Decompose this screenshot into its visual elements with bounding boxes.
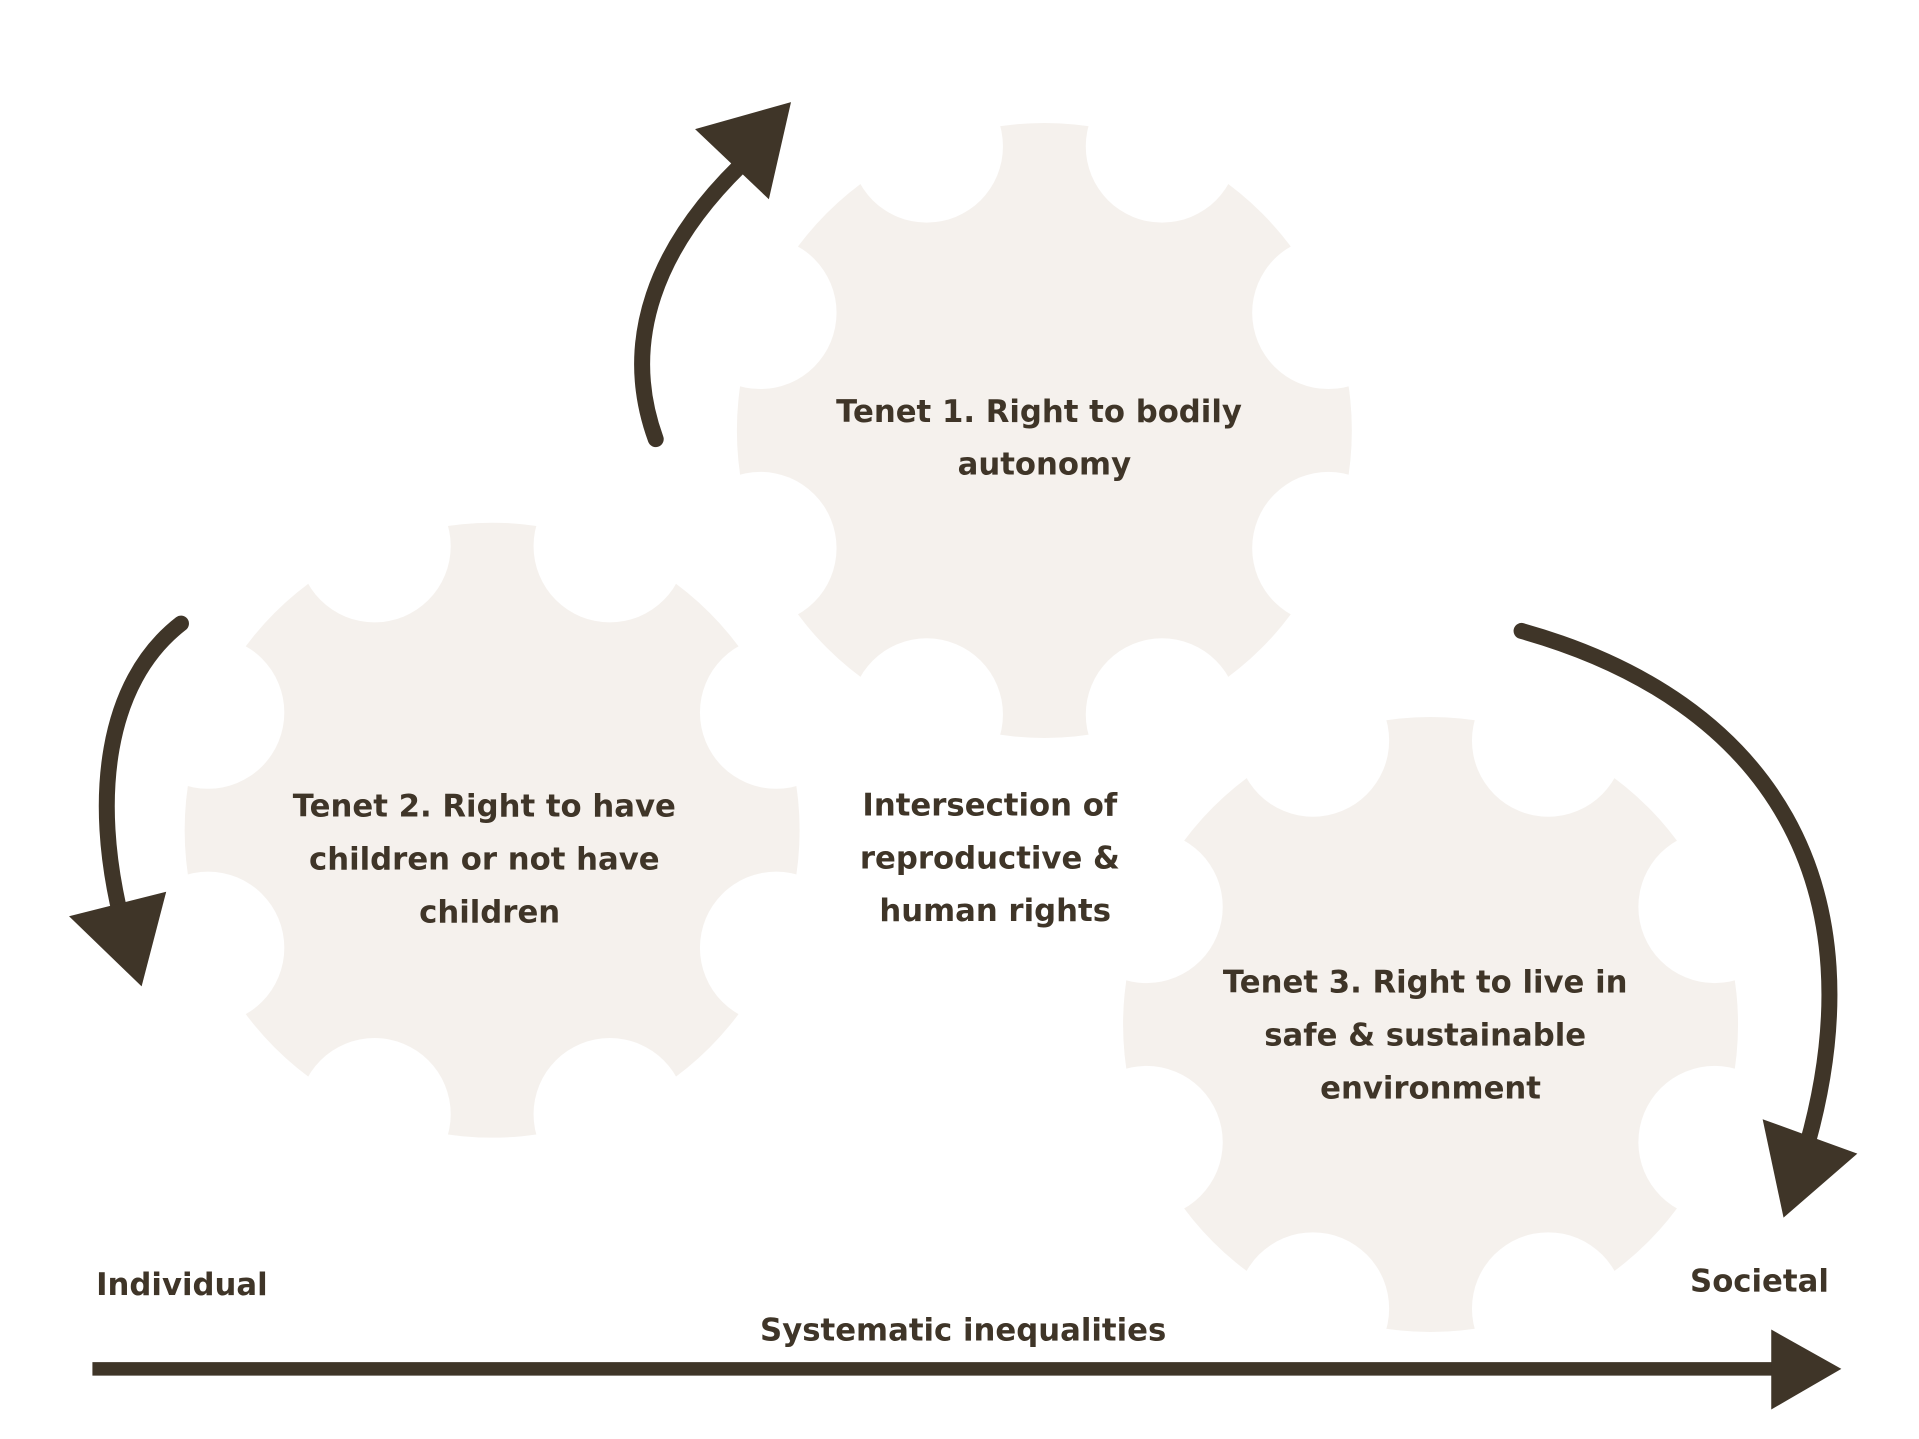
label-line: children or not have bbox=[309, 842, 660, 878]
label-line: Tenet 3. Right to live in bbox=[1223, 965, 1628, 1001]
tenet2-label: Tenet 2. Right to have children or not h… bbox=[293, 789, 687, 931]
arrow-shaft bbox=[634, 145, 761, 448]
axis-arrow bbox=[92, 1329, 1842, 1410]
arrowhead-icon bbox=[1762, 1119, 1858, 1218]
arrow-shaft bbox=[1513, 622, 1838, 1158]
axis-title: Systematic inequalities bbox=[760, 1313, 1166, 1349]
tenet3-label: Tenet 3. Right to live in safe & sustain… bbox=[1223, 965, 1638, 1107]
arrowhead-icon bbox=[69, 891, 167, 987]
arrow-tenet3-down bbox=[1513, 622, 1858, 1218]
gears-group bbox=[184, 122, 1739, 1332]
label-line: environment bbox=[1320, 1070, 1541, 1106]
arrow-tenet1-up bbox=[634, 102, 792, 448]
intersection-label: Intersection of reproductive & human rig… bbox=[860, 787, 1131, 929]
label-line: Tenet 1. Right to bodily bbox=[836, 394, 1242, 430]
arrow-shaft bbox=[98, 615, 189, 925]
gear-tenet3-icon bbox=[1123, 717, 1739, 1332]
tenet1-label: Tenet 1. Right to bodily autonomy bbox=[836, 394, 1253, 483]
label-line: Tenet 2. Right to have bbox=[293, 789, 676, 825]
label-line: autonomy bbox=[958, 447, 1131, 483]
arrowhead-icon bbox=[695, 102, 792, 200]
label-line: reproductive & bbox=[860, 840, 1120, 876]
label-line: children bbox=[419, 894, 560, 930]
arrow-tenet2-down bbox=[69, 615, 189, 987]
label-line: human rights bbox=[879, 893, 1111, 929]
label-line: Intersection of bbox=[862, 787, 1117, 823]
axis-left-label: Individual bbox=[96, 1267, 268, 1303]
arrowhead-icon bbox=[1771, 1329, 1842, 1410]
axis-right-label: Societal bbox=[1690, 1263, 1829, 1299]
gear-tenet1-icon bbox=[736, 122, 1352, 738]
gear-tenet2-icon bbox=[184, 522, 800, 1138]
label-line: safe & sustainable bbox=[1264, 1017, 1586, 1053]
